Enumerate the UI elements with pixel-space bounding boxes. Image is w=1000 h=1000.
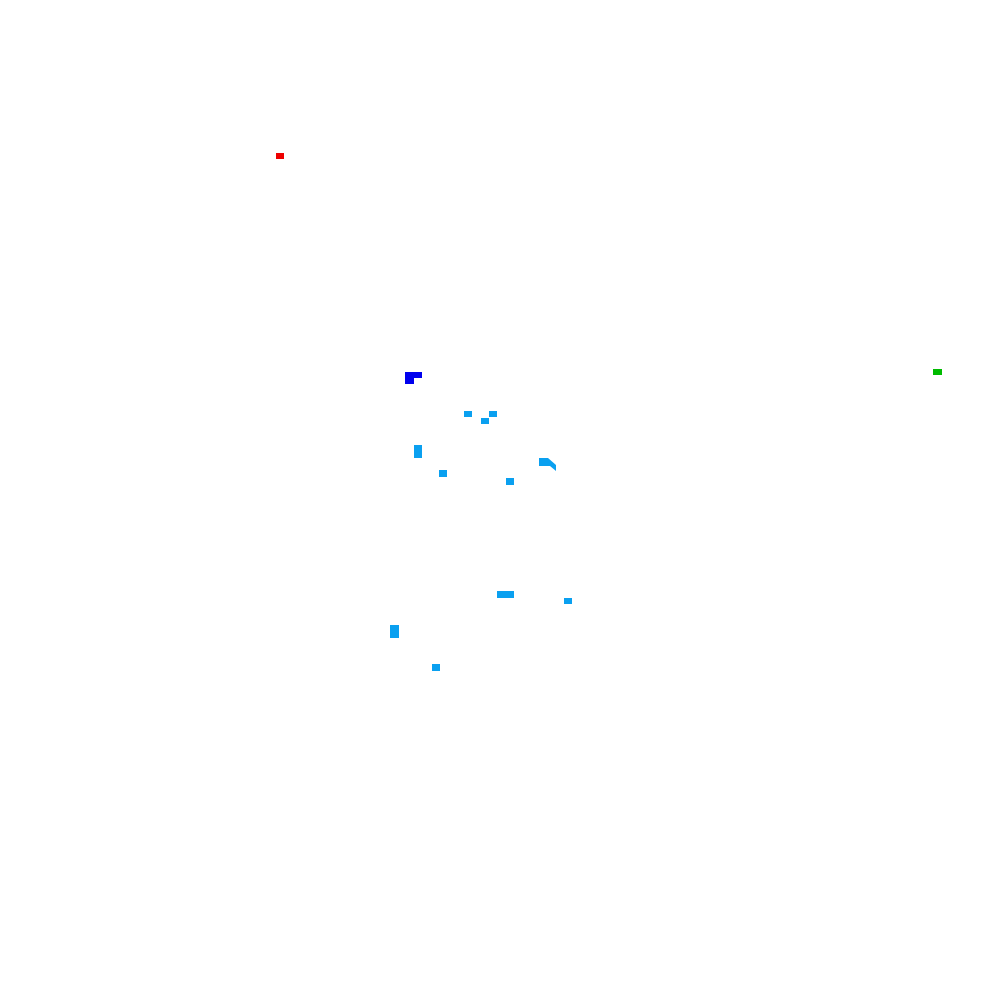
cyan-mark bbox=[464, 411, 472, 417]
cyan-mark bbox=[497, 591, 514, 598]
green-marker bbox=[933, 369, 942, 375]
cyan-mark bbox=[439, 470, 447, 477]
blue-marker bbox=[405, 372, 422, 384]
cyan-mark bbox=[390, 625, 399, 638]
cyan-mark bbox=[564, 598, 572, 604]
cyan-marks-group bbox=[390, 411, 572, 671]
cyan-mark bbox=[481, 418, 489, 424]
cyan-mark bbox=[432, 664, 440, 671]
cyan-mark bbox=[539, 458, 556, 471]
red-marker bbox=[276, 153, 284, 159]
cyan-mark bbox=[414, 445, 422, 458]
cyan-mark bbox=[506, 478, 514, 485]
cyan-mark bbox=[489, 411, 497, 417]
